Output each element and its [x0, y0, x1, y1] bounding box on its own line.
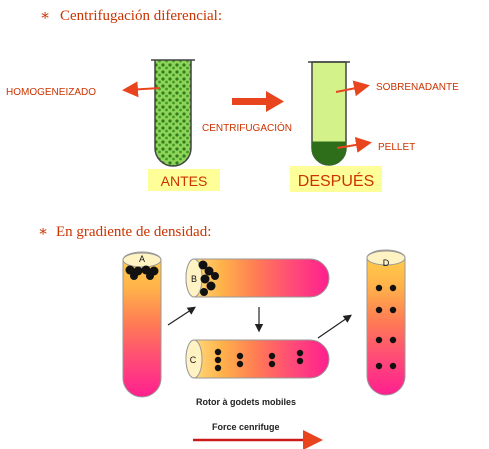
supernatant-arrow — [335, 80, 370, 97]
tube-c-bands — [214, 348, 304, 372]
force-caption: Force cenrifuge — [212, 422, 280, 432]
arrow-a-to-b — [167, 306, 197, 326]
tube-a: A — [122, 251, 162, 398]
before-label-box — [148, 169, 220, 191]
process-arrow — [232, 91, 284, 112]
after-label-box — [290, 166, 382, 192]
tube-d-label: D — [383, 258, 390, 268]
tube-b-label: B — [191, 274, 197, 284]
section1-bullet: ∗ — [40, 8, 50, 24]
supernatant-label: SOBRENADANTE — [376, 82, 459, 93]
section2-bullet: ∗ — [38, 224, 48, 240]
tube-d-bands — [375, 284, 397, 370]
rotor-caption: Rotor à godets mobiles — [196, 397, 296, 407]
tube-d: D — [366, 249, 406, 396]
homogenized-arrow — [122, 81, 161, 98]
tube-c: C — [185, 339, 330, 379]
tube-b: B — [185, 258, 330, 298]
pellet-label: PELLET — [378, 142, 415, 153]
tube-a-label: A — [139, 254, 145, 264]
before-label: ANTES — [161, 173, 208, 189]
tube-c-label: C — [190, 355, 197, 365]
after-label: DESPUÉS — [298, 171, 374, 190]
arrow-c-to-d — [317, 314, 352, 339]
homogenized-label: HOMOGENEIZADO — [6, 87, 96, 98]
tube-homogenized — [151, 59, 195, 167]
tube-separated — [308, 61, 350, 166]
centrifugation-label: CENTRIFUGACIÓN — [202, 121, 292, 134]
section1-title: Centrifugación diferencial: — [60, 8, 222, 24]
tube-a-sample — [125, 265, 159, 280]
pellet-arrow — [336, 137, 372, 153]
tube-b-sample — [198, 260, 219, 296]
section2-title: En gradiente de densidad: — [56, 224, 211, 240]
